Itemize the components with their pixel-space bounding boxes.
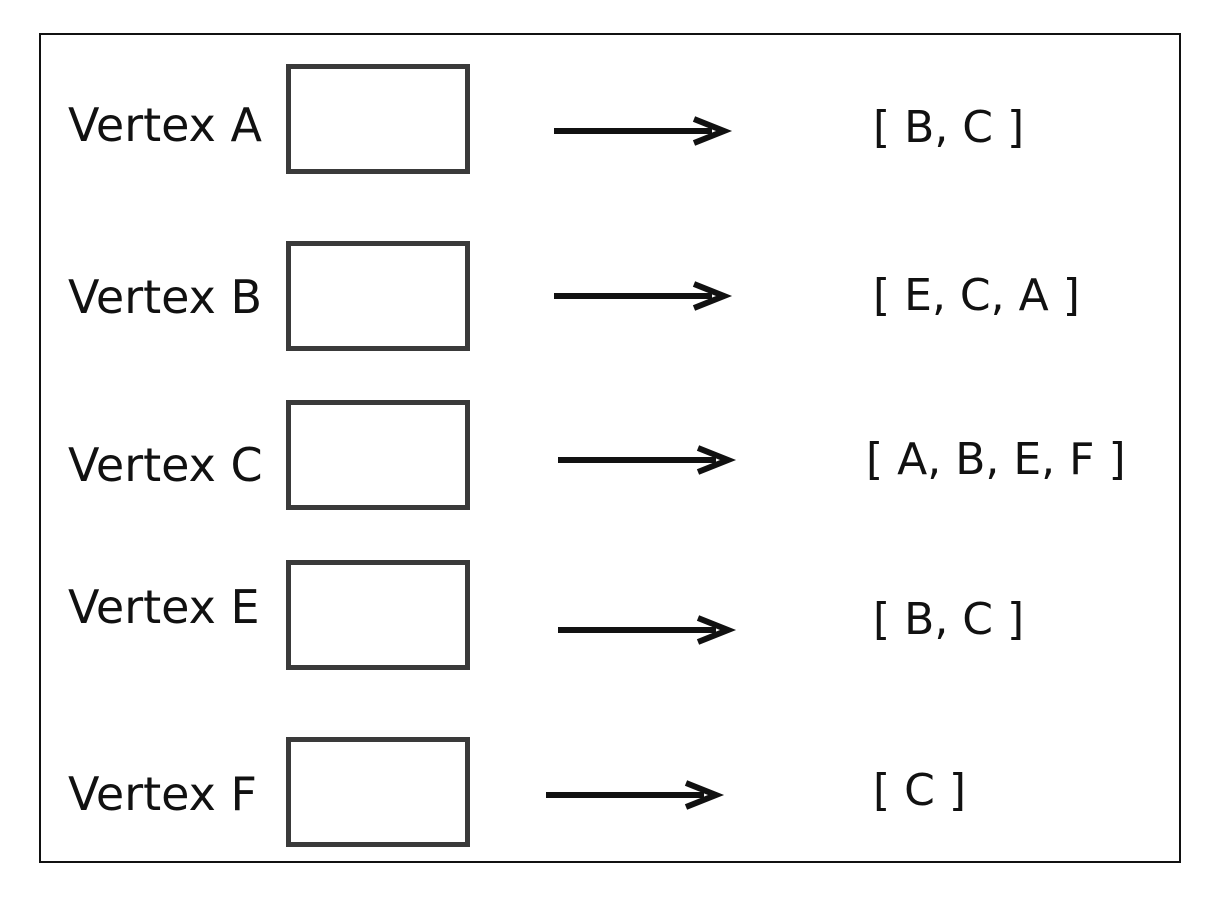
vertex-label-a: Vertex A [68, 98, 262, 152]
right-arrow-icon [554, 281, 733, 311]
vertex-row-b: Vertex B [ E, C, A ] [0, 241, 1221, 353]
adjacency-list-e: [ B, C ] [873, 594, 1025, 645]
vertex-row-e: Vertex E [ B, C ] [0, 560, 1221, 672]
diagram-frame [39, 33, 1181, 863]
vertex-label-b: Vertex B [68, 270, 263, 324]
adjacency-list-b: [ E, C, A ] [873, 270, 1080, 321]
vertex-box-a [286, 64, 470, 174]
adjacency-list-f: [ C ] [873, 765, 967, 816]
vertex-box-e [286, 560, 470, 670]
vertex-row-c: Vertex C [ A, B, E, F ] [0, 400, 1221, 512]
vertex-label-c: Vertex C [68, 438, 263, 492]
right-arrow-icon [554, 116, 733, 146]
vertex-label-f: Vertex F [68, 767, 257, 821]
vertex-box-f [286, 737, 470, 847]
right-arrow-icon [558, 615, 737, 645]
vertex-box-b [286, 241, 470, 351]
adjacency-list-a: [ B, C ] [873, 102, 1025, 153]
adjacency-list-c: [ A, B, E, F ] [866, 434, 1126, 485]
vertex-label-e: Vertex E [68, 580, 260, 634]
vertex-box-c [286, 400, 470, 510]
vertex-row-a: Vertex A [ B, C ] [0, 64, 1221, 176]
vertex-row-f: Vertex F [ C ] [0, 737, 1221, 849]
right-arrow-icon [558, 445, 737, 475]
right-arrow-icon [546, 780, 725, 810]
